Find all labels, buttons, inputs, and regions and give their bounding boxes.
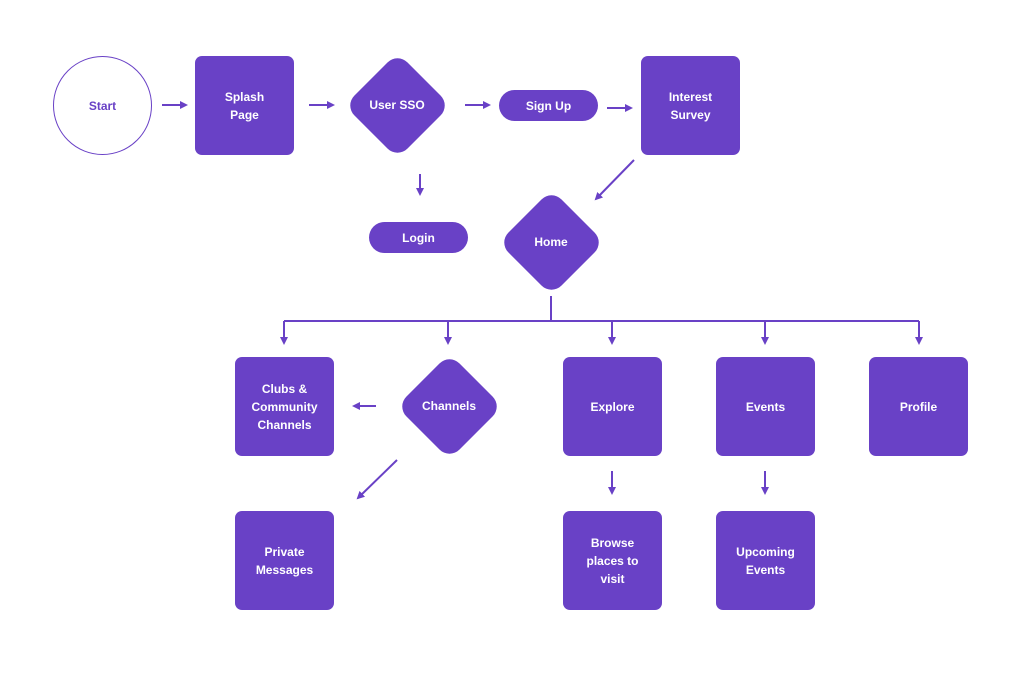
private-messages-label: Private Messages [255,544,314,577]
user-sso-label: User SSO [369,98,425,112]
profile-label: Profile [899,399,938,414]
clubs-community-channels-node: Clubs & Community Channels [235,357,334,456]
splash-page-node: Splash Page [195,56,294,155]
channels-node: Channels [395,352,503,460]
start-node: Start [53,56,152,155]
login-label: Login [402,230,435,245]
user-sso-node: User SSO [343,51,451,159]
profile-node: Profile [869,357,968,456]
events-label: Events [745,399,786,414]
explore-node: Explore [563,357,662,456]
arrow-interest-survey-to-home [594,159,635,201]
explore-label: Explore [590,399,635,414]
splash-page-label: Splash Page [224,89,265,122]
login-node: Login [369,222,468,253]
browse-places-node: Browse places to visit [563,511,662,610]
arrow-channels-to-private-messages [356,459,398,500]
interest-survey-node: Interest Survey [641,56,740,155]
events-node: Events [716,357,815,456]
interest-survey-label: Interest Survey [668,89,713,122]
start-label: Start [88,98,117,113]
home-node: Home [497,188,605,296]
sign-up-node: Sign Up [499,90,598,121]
home-label: Home [534,235,568,249]
upcoming-events-label: Upcoming Events [736,544,795,577]
sign-up-label: Sign Up [525,98,572,113]
private-messages-node: Private Messages [235,511,334,610]
clubs-community-channels-label: Clubs & Community Channels [251,381,318,432]
channels-label: Channels [421,399,476,413]
browse-places-label: Browse places to visit [586,535,639,586]
upcoming-events-node: Upcoming Events [716,511,815,610]
